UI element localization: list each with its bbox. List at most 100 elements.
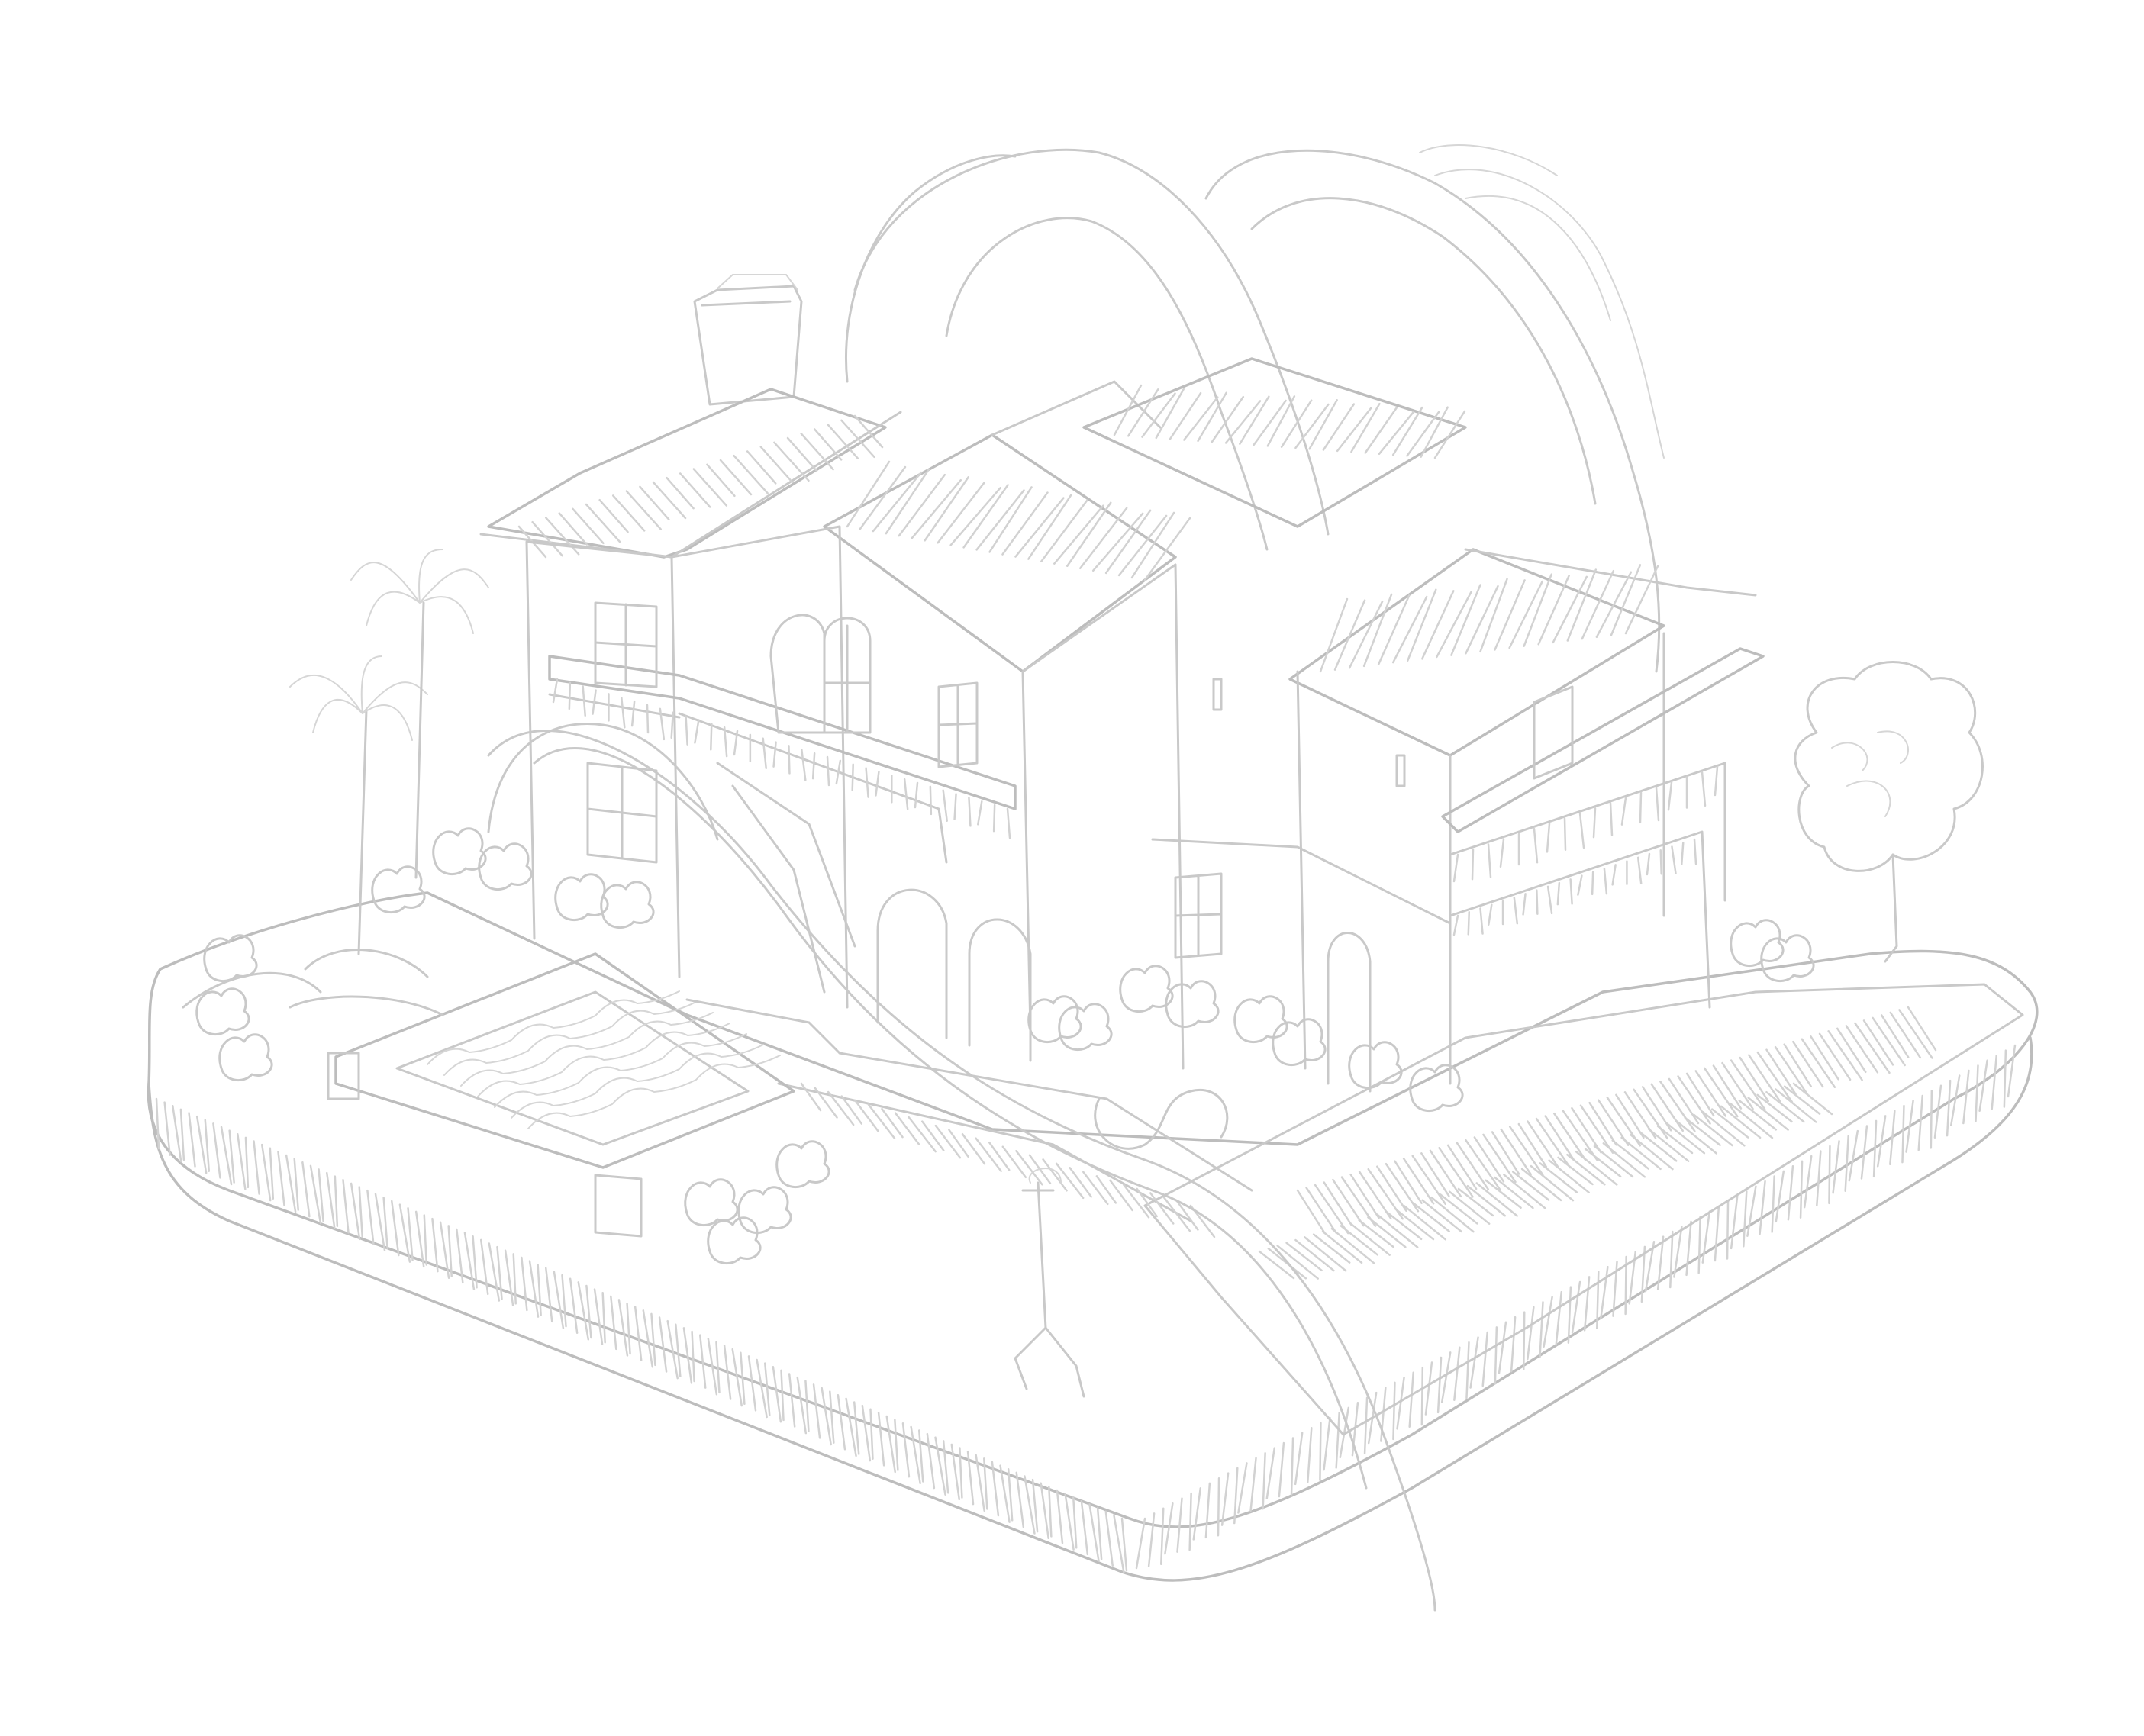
platform-hatch-stroke	[731, 1348, 743, 1407]
balustrade-stroke	[953, 793, 957, 820]
driveway-hatch-stroke	[1323, 1181, 1353, 1226]
platform-hatch-stroke	[407, 1207, 414, 1261]
platform-hatch-stroke	[1669, 1230, 1674, 1289]
roof-tile-stroke	[1566, 568, 1598, 642]
platform-hatch-stroke	[391, 1200, 400, 1257]
platform-hatch-stroke	[942, 1440, 949, 1494]
garage-slat-stroke	[1513, 896, 1519, 925]
driveway-hatch-stroke	[1494, 1176, 1534, 1209]
driveway-hatch-stroke	[1394, 1207, 1435, 1241]
platform-hatch-stroke	[431, 1217, 439, 1273]
driveway-hatch-stroke	[1739, 1056, 1769, 1103]
roof-tile-stroke	[558, 512, 588, 546]
driveway-hatch-stroke	[1535, 1117, 1572, 1169]
platform-hatch-stroke	[610, 1295, 617, 1351]
driveway-hatch-stroke	[1729, 1102, 1774, 1139]
driveway-hatch-stroke	[1593, 1145, 1634, 1178]
driveway-hatch-stroke	[1783, 1043, 1812, 1087]
platform-hatch-stroke	[675, 1323, 682, 1378]
platform-hatch-stroke	[350, 1182, 361, 1241]
platform-hatch-stroke	[1265, 1447, 1276, 1499]
driveway-hatch-stroke	[1500, 1128, 1532, 1176]
platform-hatch-stroke	[1701, 1210, 1711, 1264]
platform-hatch-stroke	[1363, 1396, 1369, 1454]
platform-hatch-stroke	[325, 1171, 336, 1229]
path-hatch-stroke	[1015, 1150, 1043, 1186]
roof-tile-stroke	[859, 465, 907, 530]
roof-tile-stroke	[1433, 410, 1466, 459]
platform-hatch-stroke	[358, 1186, 364, 1238]
roof-tile-stroke	[885, 468, 930, 535]
driveway-hatch-stroke	[1575, 1151, 1618, 1186]
platform-hatch-stroke	[414, 1210, 425, 1268]
platform-hatch-stroke	[1469, 1336, 1479, 1389]
arc-scribble-top-right	[1419, 144, 1665, 459]
palm-tree-left	[182, 655, 444, 1016]
balustrade-stroke	[875, 771, 880, 797]
driveway-hatch-stroke	[1438, 1147, 1474, 1198]
platform-hatch-stroke	[1307, 1427, 1313, 1483]
driveway-hatch-stroke	[1349, 1173, 1380, 1219]
platform-hatch-stroke	[1583, 1276, 1591, 1332]
platform-hatch-stroke	[877, 1412, 885, 1467]
driveway-hatch-stroke	[1321, 1230, 1363, 1264]
pool	[327, 952, 841, 1238]
pool-wave	[511, 1044, 764, 1119]
platform-hatch-stroke	[1262, 1452, 1266, 1510]
driveway-hatch-stroke	[1765, 1090, 1805, 1123]
platform-hatch-stroke	[374, 1193, 386, 1252]
driveway-hatch-stroke	[1845, 1025, 1879, 1074]
platform-hatch-stroke	[512, 1253, 517, 1305]
shrub	[371, 865, 426, 913]
platform-hatch-stroke	[1930, 1090, 1933, 1149]
roof-tile-stroke	[988, 486, 1033, 553]
platform-hatch-stroke	[926, 1432, 936, 1490]
shrub	[478, 842, 533, 891]
platform-hatch-stroke	[244, 1136, 250, 1189]
platform-hatch-stroke	[747, 1355, 757, 1412]
path-hatch-stroke	[800, 1082, 822, 1112]
driveway-hatch-stroke	[1792, 1040, 1824, 1088]
driveway-hatch-stroke	[1566, 1153, 1606, 1186]
roof-tile-stroke	[1581, 569, 1615, 640]
roof-tile-stroke	[800, 432, 834, 471]
sweeping-arcs	[487, 144, 1665, 1612]
garage-slat-stroke	[1577, 874, 1583, 896]
driveway-hatch-stroke	[1517, 1122, 1548, 1168]
platform-hatch-stroke	[2007, 1044, 2017, 1098]
pool-wave	[460, 1012, 714, 1087]
platform-hatch-stroke	[853, 1401, 860, 1455]
platform-hatch-stroke	[553, 1271, 565, 1329]
roof-tile-stroke	[1014, 497, 1065, 558]
platform-hatch-stroke	[179, 1108, 185, 1161]
balustrade-stroke	[1006, 807, 1011, 839]
driveway-hatch-stroke	[1704, 1067, 1739, 1118]
roof-tile-stroke	[1350, 402, 1381, 453]
platform-hatch-stroke	[269, 1147, 275, 1200]
platform-hatch-stroke	[528, 1260, 540, 1318]
driveway-hatch-stroke	[1827, 1030, 1863, 1081]
platform-hatch-stroke	[975, 1454, 985, 1512]
shrub	[1760, 934, 1815, 982]
path-hatch-stroke	[854, 1099, 879, 1132]
platform-hatch-stroke	[845, 1397, 857, 1457]
platform-hatch-stroke	[163, 1101, 171, 1156]
platform-hatch-stroke	[1024, 1475, 1036, 1535]
driveway-hatch-stroke	[1775, 1088, 1817, 1123]
pool-wave	[477, 1023, 730, 1097]
garage-slat-stroke	[1536, 889, 1539, 915]
driveway-hatch-stroke	[1367, 1216, 1407, 1248]
roof-tile-stroke	[949, 487, 1001, 546]
roof-tile-stroke	[1104, 509, 1152, 575]
balustrade-stroke	[992, 804, 996, 833]
garage-slat-stroke	[1659, 849, 1662, 875]
path-hatch-stroke	[961, 1132, 986, 1165]
platform-hatch-stroke	[334, 1175, 339, 1227]
window-upper-left	[594, 601, 658, 688]
platform-hatch-stroke	[382, 1197, 388, 1250]
roof-tile-stroke	[706, 463, 736, 498]
roof-tile-stroke	[1308, 399, 1338, 450]
roof-tile-stroke	[585, 503, 621, 543]
roof-tile-stroke	[1066, 501, 1112, 567]
roof-tile-stroke	[1391, 595, 1428, 664]
